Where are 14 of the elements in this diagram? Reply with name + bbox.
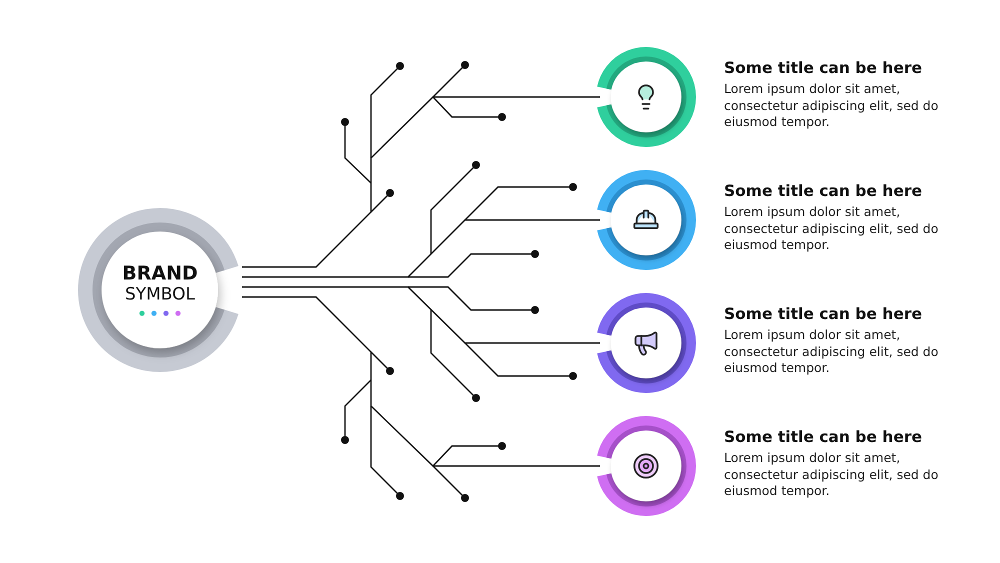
item-title: Some title can be here <box>724 428 924 446</box>
connector-line <box>242 219 600 278</box>
item-description: Lorem ipsum dolor sit amet, consectetur adipiscing elit, sed do eiusmod tempor. <box>724 81 940 130</box>
connector-line <box>242 96 600 268</box>
symbol-text: SYMBOL <box>124 285 196 305</box>
connector-line <box>242 286 600 344</box>
connector-line <box>242 296 600 467</box>
item-title: Some title can be here <box>724 59 924 77</box>
item-description: Lorem ipsum dolor sit amet, consectetur adipiscing elit, sed do eiusmod tempor. <box>724 327 940 376</box>
item-description: Lorem ipsum dolor sit amet, consectetur adipiscing elit, sed do eiusmod tempor. <box>724 450 940 500</box>
item-title: Some title can be here <box>724 182 924 200</box>
symbol-text: BRAND <box>122 263 198 286</box>
item-title: Some title can be here <box>724 305 924 323</box>
item-description: Lorem ipsum dolor sit amet, consectetur adipiscing elit, sed do eiusmod tempor. <box>724 204 940 254</box>
